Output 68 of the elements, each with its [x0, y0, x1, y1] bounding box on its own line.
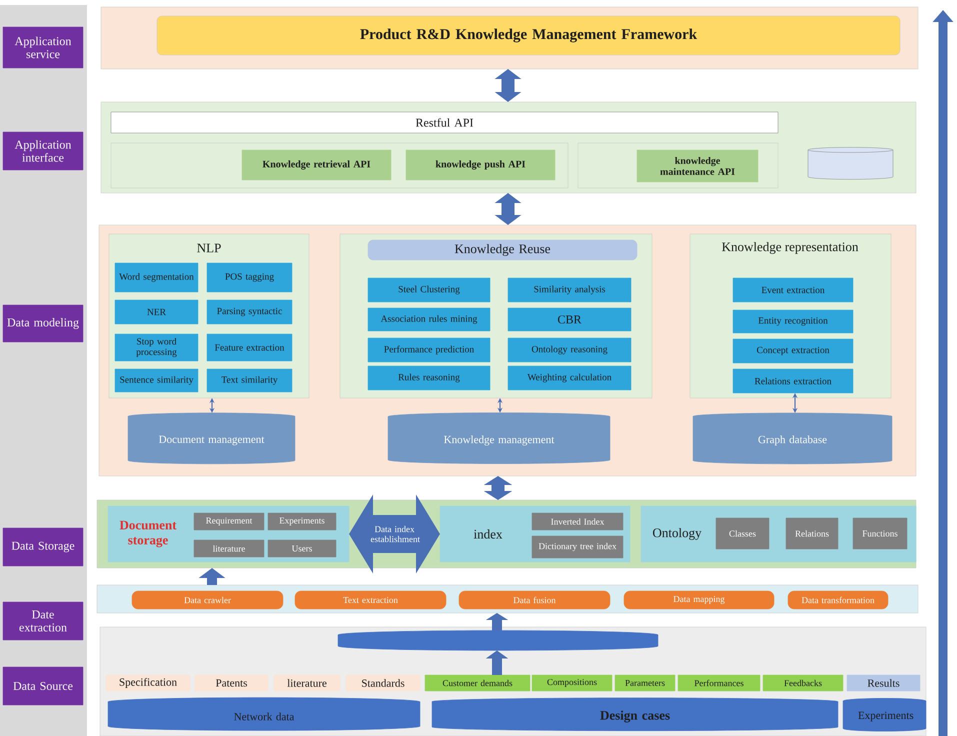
block-arrow: [494, 69, 522, 102]
category-box: Inverted Index: [532, 512, 624, 530]
function-box: Sentence similarity: [114, 368, 198, 392]
api-box: knowledge push API: [406, 150, 556, 180]
function-box: Similarity analysis: [508, 278, 632, 302]
block-arrow: [494, 193, 522, 225]
api-bar: Restful API: [110, 112, 778, 134]
layer-label: Data Storage: [2, 528, 84, 566]
category-box: Users: [268, 540, 336, 558]
database-cylinder: Document management: [128, 412, 296, 464]
category-box: Classes: [716, 518, 770, 550]
function-box: Association rules mining: [368, 308, 490, 332]
function-box: Entity recognition: [732, 310, 854, 334]
function-box: Concept extraction: [732, 338, 854, 364]
edge-label: Data index establishment: [370, 525, 420, 543]
function-box: CBR: [508, 308, 632, 332]
layer-label: Date extraction: [2, 602, 84, 640]
layer-label: Data Source: [2, 666, 84, 706]
source-tag: Parameters: [614, 674, 676, 692]
source-tag: Specification: [106, 674, 190, 692]
database-cylinder: [338, 630, 658, 651]
source-tag: Customer demands: [424, 674, 530, 692]
function-box: Stop word processing: [114, 334, 198, 362]
function-box: Weighting calculation: [508, 366, 632, 390]
process-pill: Text extraction: [294, 590, 446, 610]
source-tag: Patents: [194, 674, 268, 692]
function-box: Relations extraction: [732, 368, 854, 394]
header-bar: Knowledge Reuse: [368, 240, 638, 260]
layer-label: Data modeling: [2, 304, 84, 342]
process-pill: Data transformation: [788, 590, 888, 610]
category-box: Functions: [852, 518, 908, 550]
api-box: knowledge maintenance API: [636, 150, 758, 182]
function-box: Word segmentation: [114, 262, 198, 292]
source-tag: Feedbacks: [762, 674, 844, 692]
function-box: Event extraction: [732, 278, 854, 302]
function-box: Text similarity: [206, 368, 292, 392]
category-box: literature: [194, 540, 264, 558]
source-tag: Compositions: [532, 674, 612, 692]
layer-label: Application interface: [2, 132, 84, 170]
database-cylinder: Graph database: [692, 412, 892, 464]
function-box: Ontology reasoning: [508, 338, 632, 362]
category-box: Requirement: [194, 512, 264, 530]
database-cylinder: Experiments: [842, 698, 926, 732]
database-cylinder: [808, 147, 894, 180]
process-pill: Data fusion: [458, 590, 610, 610]
category-box: Experiments: [268, 512, 336, 530]
block-arrow: [484, 476, 512, 500]
function-box: POS tagging: [206, 262, 292, 292]
source-tag: Standards: [346, 674, 420, 692]
function-box: Performance prediction: [368, 338, 490, 362]
category-box: Dictionary tree index: [532, 536, 624, 558]
database-cylinder: Knowledge management: [388, 412, 610, 464]
function-box: Feature extraction: [206, 334, 292, 362]
source-tag: literature: [274, 674, 340, 692]
source-tag: Results: [846, 674, 920, 692]
api-box: Knowledge retrieval API: [242, 150, 392, 180]
layer-label: Application service: [2, 26, 84, 68]
function-box: Parsing syntactic: [206, 300, 292, 324]
function-box: Rules reasoning: [368, 366, 490, 390]
process-pill: Data mapping: [624, 590, 774, 610]
database-cylinder: Design cases: [432, 698, 838, 732]
database-cylinder: Network data: [108, 697, 420, 731]
process-pill: Data crawler: [132, 590, 284, 610]
title-banner: Product R&D Knowledge Management Framework: [156, 16, 900, 56]
function-box: NER: [114, 300, 198, 324]
function-box: Steel Clustering: [368, 278, 490, 302]
category-box: Relations: [786, 518, 838, 550]
source-tag: Performances: [678, 674, 760, 692]
